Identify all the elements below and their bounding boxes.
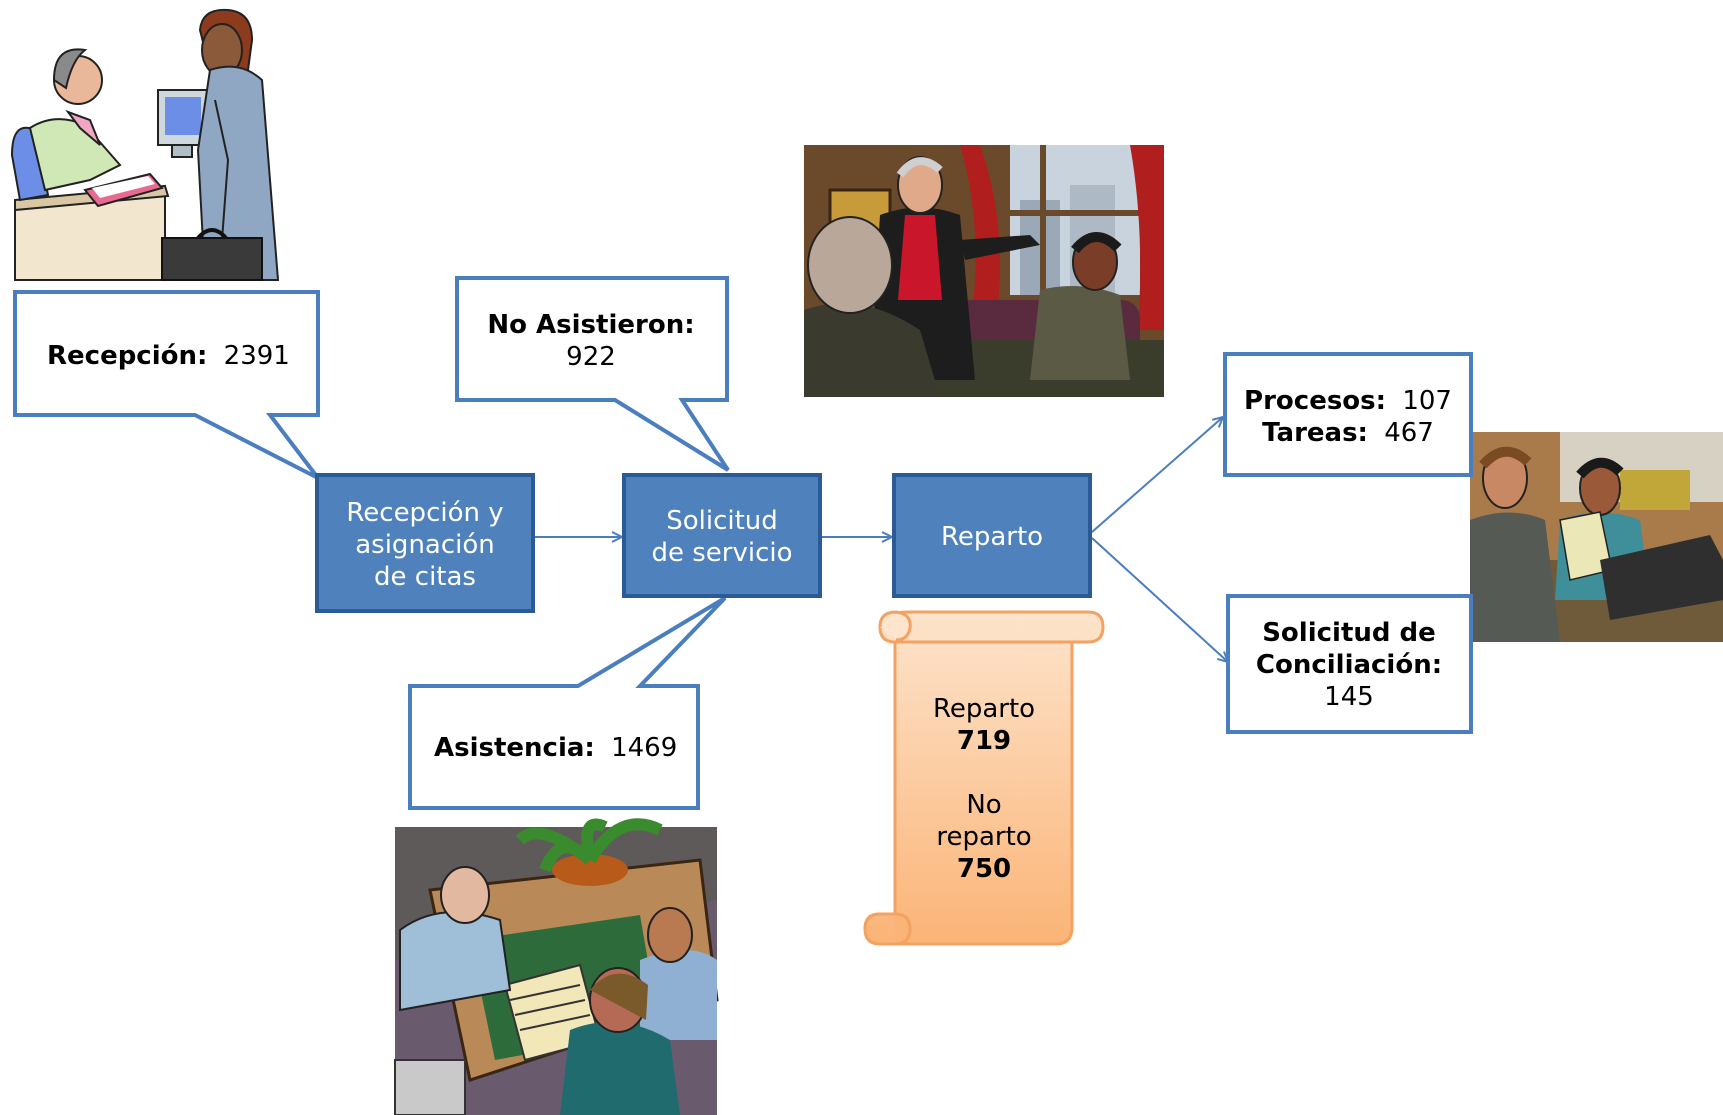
recepcion-value: 2391 <box>224 341 290 371</box>
conciliacion-label-2: Conciliación: <box>1256 650 1442 680</box>
procesos-value: 107 <box>1402 386 1452 416</box>
handshake-office-clipart <box>1470 432 1723 642</box>
scroll-reparto: Reparto 719 No reparto 750 <box>863 610 1105 946</box>
no-asistieron-value: 922 <box>566 342 616 372</box>
svg-text:Tareas: 467: Tareas: 467 <box>1262 418 1434 448</box>
scroll-no-label: No <box>966 790 1001 820</box>
reparto-label: Reparto <box>941 522 1043 552</box>
outcome-procesos-tareas: Procesos: 107 Tareas: 467 <box>1223 352 1473 477</box>
recepcion-line-3: de citas <box>374 562 476 592</box>
tareas-label: Tareas: <box>1262 418 1368 448</box>
scroll-reparto-label: Reparto <box>933 694 1035 724</box>
outcome-conciliacion: Solicitud de Conciliación: 145 <box>1226 594 1473 734</box>
callout-recepcion: Recepción: 2391 <box>13 290 320 480</box>
arrow-reparto-to-conciliacion <box>1091 537 1228 662</box>
procesos-label: Procesos: <box>1244 386 1386 416</box>
callout-asistencia: Asistencia: 1469 <box>408 596 727 810</box>
scroll-no-reparto-value: 750 <box>957 854 1011 884</box>
recepcion-line-1: Recepción y <box>346 498 503 528</box>
process-solicitud: Solicitud de servicio <box>622 473 822 598</box>
asistencia-label: Asistencia: <box>434 733 595 763</box>
svg-text:Procesos: 107: Procesos: 107 <box>1244 386 1452 416</box>
asistencia-value: 1469 <box>611 733 677 763</box>
recepcion-line-2: asignación <box>355 530 495 560</box>
meeting-presentation-clipart <box>804 145 1164 397</box>
svg-text:Asistencia: 1469: Asistencia: 1469 <box>434 733 677 763</box>
no-asistieron-label: No Asistieron: <box>487 310 694 340</box>
recepcion-label: Recepción: <box>47 341 207 371</box>
solicitud-line-2: de servicio <box>651 538 792 568</box>
flow-arrows <box>535 417 1228 662</box>
reception-desk-clipart <box>10 8 290 281</box>
scroll-reparto-value: 719 <box>957 726 1011 756</box>
callout-no-asistieron: No Asistieron: 922 <box>455 276 730 472</box>
scroll-no-reparto-label: reparto <box>936 822 1031 852</box>
desk-meeting-clipart <box>394 818 719 1115</box>
tareas-value: 467 <box>1384 418 1434 448</box>
process-recepcion: Recepción y asignación de citas <box>315 473 535 613</box>
svg-text:Recepción: 2391: Recepción: 2391 <box>47 341 290 371</box>
arrow-reparto-to-procesos <box>1091 417 1223 533</box>
solicitud-line-1: Solicitud <box>666 506 778 536</box>
process-reparto: Reparto <box>892 473 1092 598</box>
conciliacion-label-1: Solicitud de <box>1262 618 1436 648</box>
conciliacion-value: 145 <box>1324 682 1374 712</box>
